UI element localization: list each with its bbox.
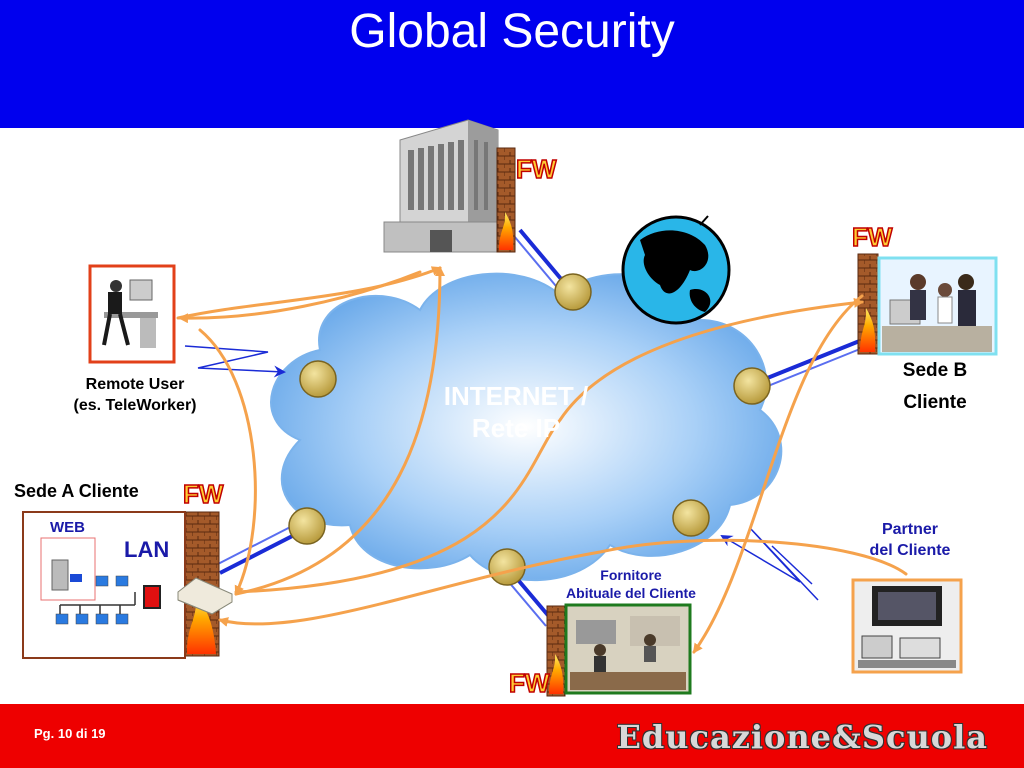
partner-line2: del Cliente xyxy=(869,542,951,559)
router-icon xyxy=(554,273,592,311)
firewall-hq-icon xyxy=(496,147,516,253)
traffic-flows xyxy=(176,266,908,654)
partner-photo xyxy=(851,578,963,674)
fornitore-label: Fornitore Abituale del Cliente xyxy=(540,566,722,602)
routers xyxy=(288,273,771,586)
flow-remote-lan xyxy=(198,328,257,596)
sede-b-label: Sede B Cliente xyxy=(880,355,990,419)
cloud-label: INTERNET / Rete IP xyxy=(416,380,616,444)
flow-remote-hq xyxy=(176,266,442,320)
flow-sede-b-fornitore xyxy=(692,294,864,654)
cloud-label-line2: Rete IP xyxy=(471,413,561,443)
remote-user-photo xyxy=(88,264,176,364)
partner-line1: Partner xyxy=(881,521,939,538)
hq-building-icon xyxy=(383,119,505,253)
wireless-partner xyxy=(720,527,819,601)
globe-icon xyxy=(621,215,731,325)
fw-label: FW xyxy=(852,222,893,252)
flow-partner-lan xyxy=(218,538,908,627)
footer-bar: Pg. 10 di 19 Educazione&Scuola xyxy=(0,704,1024,768)
router-icon xyxy=(488,548,526,586)
header-bar: Global Security xyxy=(0,0,1024,128)
router-icon xyxy=(672,499,710,537)
remote-user-label: Remote User (es. TeleWorker) xyxy=(40,374,230,416)
fornitore-line1: Fornitore xyxy=(600,567,662,583)
wireless-links xyxy=(184,345,819,601)
flow-lan-sede-b xyxy=(234,297,864,594)
lan-label: LAN xyxy=(124,537,170,562)
sede-a-lan-box xyxy=(22,511,186,659)
router-icon xyxy=(299,360,337,398)
flow-lan-hq xyxy=(234,266,445,596)
page-number: Pg. 10 di 19 xyxy=(34,726,106,741)
brand-logo: Educazione&Scuola xyxy=(616,718,988,756)
flow-hq-remote xyxy=(178,270,422,324)
lan-gateway-router-icon xyxy=(177,577,233,615)
firewall-fornitore-icon xyxy=(546,605,566,697)
partner-label: Partner del Cliente xyxy=(840,519,980,561)
cloud-label-line1: INTERNET / xyxy=(443,381,589,411)
remote-user-line2: (es. TeleWorker) xyxy=(73,397,197,414)
wireless-remote-user xyxy=(184,345,286,378)
router-icon xyxy=(288,507,326,545)
fw-label: FW xyxy=(183,479,224,509)
fw-label: FW xyxy=(509,668,550,698)
slide-title: Global Security xyxy=(349,5,675,58)
fornitore-photo xyxy=(564,603,692,695)
link-sede-b xyxy=(754,338,863,385)
firewall-sede-b-icon xyxy=(857,253,879,355)
sede-b-line2: Cliente xyxy=(903,392,967,413)
sede-b-photo xyxy=(877,256,998,356)
firewall-labels: FW FW FW FW xyxy=(182,153,893,699)
fw-label: FW xyxy=(516,154,557,184)
fornitore-line2: Abituale del Cliente xyxy=(566,585,696,601)
router-icon xyxy=(733,367,771,405)
sede-b-line1: Sede B xyxy=(902,360,968,381)
web-label: WEB xyxy=(50,519,85,536)
remote-user-line1: Remote User xyxy=(85,376,185,393)
sede-a-label: Sede A Cliente xyxy=(14,481,139,501)
